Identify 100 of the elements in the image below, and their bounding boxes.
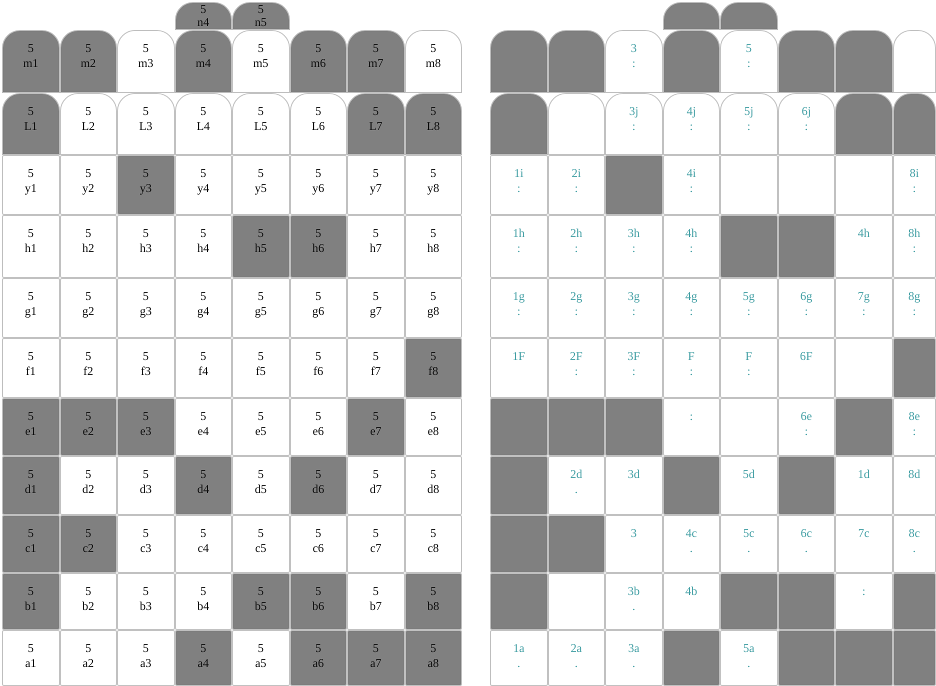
- tile-label: 5: [430, 104, 436, 119]
- dark-fragment-tile: [2, 456, 60, 515]
- tile-label: L8: [426, 119, 440, 134]
- fragment-tile: [662, 573, 720, 630]
- tile-label: 5: [372, 467, 379, 482]
- fragment-tile: [548, 155, 605, 215]
- fragment-tile: [662, 338, 720, 398]
- fragment-tile: [892, 456, 936, 515]
- tile-label: e4: [198, 424, 209, 439]
- tile-label: b1: [24, 599, 37, 614]
- fragment-tile: [347, 573, 404, 630]
- tile-label: 5: [85, 467, 92, 482]
- tile-label: 5: [258, 226, 264, 241]
- fragment-tile: [778, 338, 835, 398]
- fragment-tile: [605, 338, 662, 398]
- tile-label: 8g: [908, 289, 920, 304]
- tile-label: d4: [197, 482, 210, 497]
- fragment-tile: [117, 573, 174, 630]
- tile-label: :: [690, 181, 693, 196]
- tile-label: f6: [313, 364, 324, 379]
- tile-label: a4: [198, 656, 209, 671]
- dark-fragment-tile: [778, 30, 835, 93]
- fragment-tile: [2, 278, 60, 338]
- tile-label: h8: [427, 241, 440, 256]
- fragment-tile: [404, 515, 462, 573]
- tile-label: b4: [197, 599, 210, 614]
- tile-label: 5: [430, 41, 436, 56]
- tile-label: 5: [200, 41, 206, 56]
- tile-label: f5: [256, 364, 266, 379]
- tile-label: 5: [315, 641, 322, 656]
- dark-fragment-tile: [490, 30, 548, 93]
- dark-fragment-tile: [778, 573, 835, 630]
- tile-label: m6: [310, 56, 326, 71]
- tile-label: 5: [200, 467, 206, 482]
- tile-label: 7c: [858, 526, 870, 541]
- fragment-tile: [720, 398, 778, 456]
- tile-label: L2: [82, 119, 95, 134]
- tile-label: 5: [430, 467, 436, 482]
- fragment-tile: [117, 215, 174, 278]
- fragment-tile: [60, 338, 117, 398]
- tile-label: 5: [28, 166, 34, 181]
- tile-label: g7: [370, 304, 382, 319]
- tile-label: y6: [312, 181, 324, 196]
- tile-label: 5: [315, 349, 322, 364]
- tile-label: c2: [82, 541, 94, 556]
- tile-label: a1: [25, 656, 36, 671]
- fragment-tile: [347, 515, 404, 573]
- tile-label: L1: [24, 119, 38, 134]
- fragment-tile: [662, 155, 720, 215]
- dark-fragment-tile: [290, 30, 347, 93]
- fragment-tile: [778, 155, 835, 215]
- dark-fragment-tile: [2, 398, 60, 456]
- tile-label: 5: [430, 584, 436, 599]
- tile-label: :: [632, 56, 636, 71]
- tile-label: 5: [315, 584, 322, 599]
- dark-fragment-tile: [347, 630, 404, 686]
- tile-label: :: [574, 304, 578, 319]
- fragment-tile: [290, 338, 347, 398]
- fragment-tile: [605, 93, 662, 155]
- tile-label: m5: [253, 56, 268, 71]
- tile-label: 7g: [858, 289, 870, 304]
- tile-label: 1d: [858, 467, 870, 482]
- fragment-tile: [720, 630, 778, 686]
- tile-label: a8: [428, 656, 439, 671]
- dark-fragment-tile: [2, 30, 60, 93]
- fragment-tile: [662, 278, 720, 338]
- tile-label: 5: [142, 226, 149, 241]
- tile-label: 5: [142, 467, 149, 482]
- dark-fragment-tile: [490, 456, 548, 515]
- tile-label: 5: [258, 3, 264, 16]
- fragment-tile: [720, 456, 778, 515]
- tile-label: 5: [28, 526, 34, 541]
- tile-label: c8: [428, 541, 439, 556]
- fragment-tile: [117, 278, 174, 338]
- dark-fragment-tile: [490, 398, 548, 456]
- tile-label: :: [912, 424, 916, 439]
- tile-label: 5: [746, 41, 752, 56]
- tile-label: :: [747, 304, 750, 319]
- tile-label: 8i: [910, 166, 919, 181]
- tile-label: 2d: [570, 467, 582, 482]
- fragment-tile: [548, 93, 605, 155]
- tile-label: d8: [427, 482, 440, 497]
- fragment-tile: [60, 215, 117, 278]
- tile-label: 6g: [800, 289, 812, 304]
- tile-label: c7: [370, 541, 382, 556]
- tile-label: 4b: [685, 584, 698, 599]
- tile-label: 4h: [685, 226, 698, 241]
- dark-fragment-tile: [490, 93, 548, 155]
- fragment-tile: [720, 93, 778, 155]
- tile-label: 5: [142, 349, 149, 364]
- tile-label: 3g: [628, 289, 640, 304]
- tile-label: :: [574, 364, 578, 379]
- tile-label: .: [574, 482, 578, 497]
- fragment-tile: [892, 278, 936, 338]
- tile-label: 4c: [686, 526, 697, 541]
- tile-label: 5: [28, 104, 34, 119]
- fragment-tile: [232, 398, 290, 456]
- fragment-tile: [347, 155, 404, 215]
- tile-label: 5: [142, 41, 149, 56]
- tile-label: 5c: [743, 526, 754, 541]
